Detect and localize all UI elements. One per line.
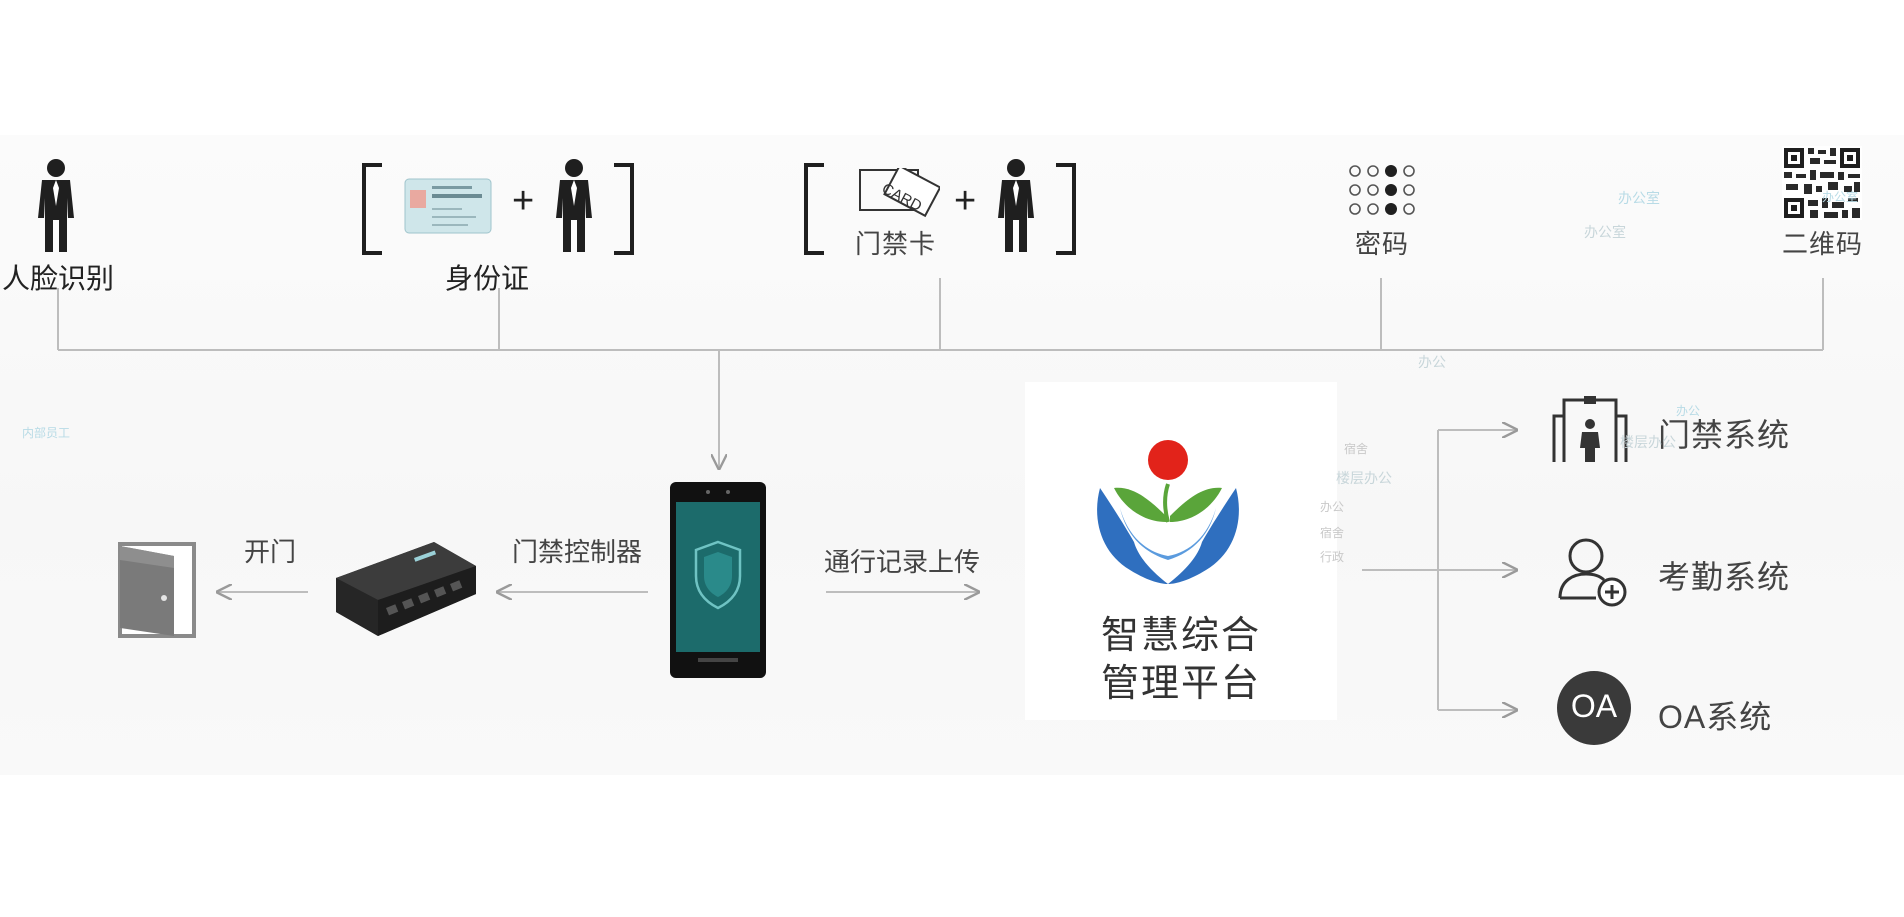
system-label: OA系统 — [1658, 699, 1773, 735]
watermark-text: 办公 — [1676, 404, 1701, 418]
password-label: 密码 — [1355, 229, 1410, 259]
system-label: 门禁系统 — [1658, 417, 1791, 453]
turnstile-gate-icon — [1552, 396, 1628, 462]
watermark-text: 行政 — [1320, 550, 1345, 564]
watermark-text: 办公室 — [1822, 190, 1859, 204]
watermark-text: 办公室 — [1584, 224, 1626, 240]
watermark-text: 楼层办公 — [1336, 470, 1392, 486]
system-label: 考勤系统 — [1658, 559, 1791, 595]
qr-code-label: 二维码 — [1782, 229, 1864, 259]
person-icon — [38, 159, 74, 252]
oa-badge-icon — [1557, 671, 1631, 745]
access-controller-icon — [336, 542, 476, 636]
platform-title-line1: 智慧综合 — [1100, 615, 1261, 657]
card-icon — [859, 168, 940, 218]
id-card-icon — [404, 178, 492, 234]
id-card-label: 身份证 — [445, 263, 530, 294]
access-card-bracket-group — [804, 163, 1076, 255]
platform-title-line2: 管理平台 — [1100, 663, 1261, 705]
qr-code-icon — [1782, 146, 1862, 220]
id-card-bracket-group — [362, 163, 634, 255]
face-terminal-icon — [670, 482, 766, 678]
watermark-text: 办公 — [1320, 500, 1345, 514]
person-icon — [556, 159, 592, 252]
platform-card — [1025, 382, 1337, 720]
watermark-text: 宿舍 — [1344, 442, 1369, 456]
face-recognition-label: 人脸识别 — [2, 263, 115, 294]
watermark-text: 办公 — [1418, 354, 1446, 370]
upload-label: 通行记录上传 — [824, 547, 981, 577]
oa-badge-text: OA — [1570, 688, 1618, 724]
watermark-text: 办公室 — [1618, 190, 1660, 206]
door-icon — [118, 542, 196, 638]
watermark-text: 宿舍 — [1320, 526, 1345, 540]
open-door-label: 开门 — [244, 537, 297, 567]
platform-logo-icon — [1097, 440, 1239, 584]
plus-sign: + — [512, 180, 535, 222]
plus-sign: + — [954, 180, 977, 222]
controller-label: 门禁控制器 — [512, 537, 643, 567]
watermark-text: 楼层办公 — [1620, 434, 1676, 450]
user-add-icon — [1558, 538, 1627, 607]
keypad-icon — [1349, 165, 1415, 215]
watermark-text: 内部员工 — [22, 426, 71, 440]
access-card-label: 门禁卡 — [855, 229, 937, 259]
person-icon — [998, 159, 1034, 252]
